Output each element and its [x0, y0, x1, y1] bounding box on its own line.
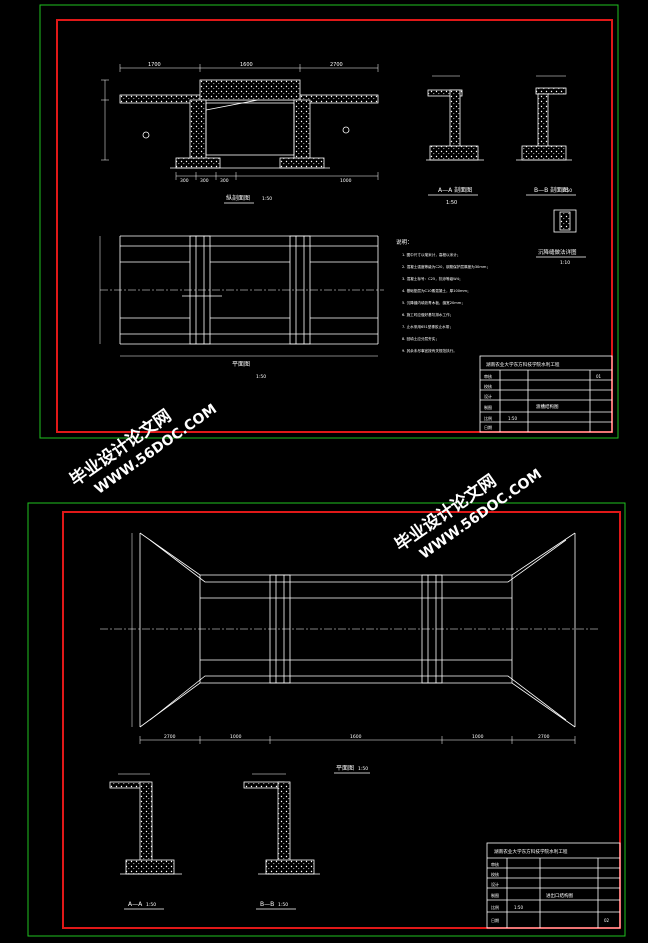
s2-dim-3: 1600	[350, 734, 362, 740]
s2-dim-1: 2700	[164, 734, 176, 740]
note-7: 7. 止水采用651型橡胶止水带；	[402, 324, 453, 329]
elev-left-pier	[189, 99, 207, 161]
elev-scale: 1:50	[262, 196, 272, 202]
aa-title: A—A 剖面图	[438, 186, 472, 194]
tb1-label-3: 设计	[484, 393, 492, 399]
tb1-school: 湖南农业大学东方科技学院水利工程	[486, 361, 560, 368]
tb1-label-5: 比例	[484, 415, 492, 421]
tb2-label-4: 制图	[491, 892, 499, 898]
elev-top-slab	[199, 79, 301, 101]
tb2-label-1: 审核	[491, 861, 499, 867]
sheet1-section-bb: B—B 剖面图 1:50	[516, 75, 576, 196]
detail-scale: 1:10	[560, 260, 570, 266]
s2-bb-title: B—B	[260, 901, 274, 908]
s2-plan-left-pier	[269, 574, 291, 684]
sheet1-section-aa: A—A 剖面图 1:50	[426, 75, 484, 206]
note-9: 9. 其余未尽事宜按有关规范执行。	[402, 348, 457, 353]
elev-title: 纵剖面图	[226, 194, 250, 202]
elev-dim-top-3: 2700	[330, 62, 343, 68]
tb1-drawing-name: 渡槽结构图	[536, 403, 559, 410]
sheet2-section-bb: B—B 1:50	[243, 773, 320, 910]
sheet1-plan: 平面图 1:50	[99, 235, 384, 380]
sheet2-plan: 2700 1000 1600 1000 2700 平面图 1:50	[100, 532, 600, 774]
elev-dim-bot-4: 1000	[340, 178, 352, 184]
s2-dim-2: 1000	[230, 734, 242, 740]
elev-right-footing	[279, 157, 325, 169]
tb1-label-1: 审核	[484, 373, 492, 379]
sheet2-outer-frame	[27, 502, 626, 937]
tb1-label-2: 校核	[484, 383, 492, 389]
s2-plan-right-pier	[421, 574, 443, 684]
sheet1-detail: 沉降缝做法详图 1:10	[536, 209, 586, 266]
notes-title: 说明：	[396, 238, 413, 246]
elev-dim-bot-1: 300	[180, 178, 189, 184]
sheet-2: 2700 1000 1600 1000 2700 平面图 1:50 A—A 1:…	[27, 502, 626, 937]
sheet-1: 1700 1600 2700	[39, 4, 619, 439]
elev-right-pier	[293, 99, 311, 161]
s2-bb-scale: 1:50	[278, 902, 288, 908]
plan-left-pier	[189, 235, 211, 345]
sheet2-section-aa: A—A 1:50	[109, 773, 182, 910]
tb1-sheet: 01	[596, 374, 602, 379]
tb1-label-4: 制图	[484, 404, 492, 410]
sheet2-inner-frame	[62, 511, 621, 929]
elev-left-deck	[119, 94, 201, 104]
note-6: 6. 施工时应做好基坑排水工作；	[402, 312, 453, 317]
sheet1-elevation: 1700 1600 2700	[101, 62, 379, 204]
tb2-sheet: 02	[604, 918, 610, 923]
note-2: 2. 混凝土强度等级为C20，钢筋保护层厚度为30mm；	[402, 264, 490, 269]
elev-dim-bot-3: 300	[220, 178, 229, 184]
plan-scale: 1:50	[256, 374, 266, 380]
detail-title: 沉降缝做法详图	[538, 248, 577, 256]
watermark-1: 毕业设计论文网 WWW.56DOC.COM	[66, 401, 220, 497]
aa-scale: 1:50	[446, 200, 457, 206]
tb2-school: 湖南农业大学东方科技学院水利工程	[494, 848, 568, 855]
bb-title: B—B 剖面图	[534, 186, 568, 194]
plan-title: 平面图	[232, 361, 250, 368]
bb-scale: 1:50	[562, 188, 572, 194]
note-3: 3. 混凝土标号：C25，抗渗等级W4；	[402, 276, 463, 281]
tb2-label-2: 校核	[491, 871, 499, 877]
tb2-label-3: 设计	[491, 881, 499, 887]
s2-plan-scale: 1:50	[358, 766, 368, 772]
elev-dim-top-1: 1700	[148, 62, 161, 68]
s2-plan-title: 平面图	[336, 765, 354, 772]
sheet2-title-block: 湖南农业大学东方科技学院水利工程 审核 校核 设计 制图 比例 日期 进出口结构…	[486, 842, 621, 929]
sheet1-inner-frame	[56, 19, 613, 433]
elev-right-deck	[299, 94, 379, 104]
note-1: 1. 图中尺寸以毫米计，高程以米计；	[402, 252, 460, 257]
sheet1-outer-frame	[39, 4, 619, 439]
tb1-scale: 1:50	[508, 416, 517, 421]
elev-dim-top-2: 1600	[240, 62, 253, 68]
s2-dim-5: 2700	[538, 734, 550, 740]
tb2-label-5: 比例	[491, 904, 499, 910]
plan-right-pier	[289, 235, 311, 345]
note-4: 4. 基础垫层为C10素混凝土，厚100mm；	[402, 288, 471, 293]
elev-dim-bot-2: 300	[200, 178, 209, 184]
s2-dim-4: 1000	[472, 734, 484, 740]
s2-aa-scale: 1:50	[146, 902, 156, 908]
s2-aa-title: A—A	[128, 901, 143, 908]
tb2-label-6: 日期	[491, 917, 499, 923]
sheet1-notes: 说明： 1. 图中尺寸以毫米计，高程以米计； 2. 混凝土强度等级为C20，钢筋…	[396, 238, 490, 353]
sheet1-title-block: 湖南农业大学东方科技学院水利工程 审核 校核 设计 制图 比例 日期 渡槽结构图…	[479, 355, 613, 433]
note-8: 8. 回填土应分层夯实；	[402, 336, 439, 341]
tb2-scale: 1:50	[514, 905, 523, 910]
watermark-2: 毕业设计论文网 WWW.56DOC.COM	[391, 466, 545, 562]
note-5: 5. 沉降缝内填沥青木板，缝宽20mm；	[402, 300, 465, 305]
elev-left-footing	[175, 157, 221, 169]
tb1-label-6: 日期	[484, 424, 492, 430]
tb2-drawing-name: 进出口结构图	[546, 892, 573, 899]
